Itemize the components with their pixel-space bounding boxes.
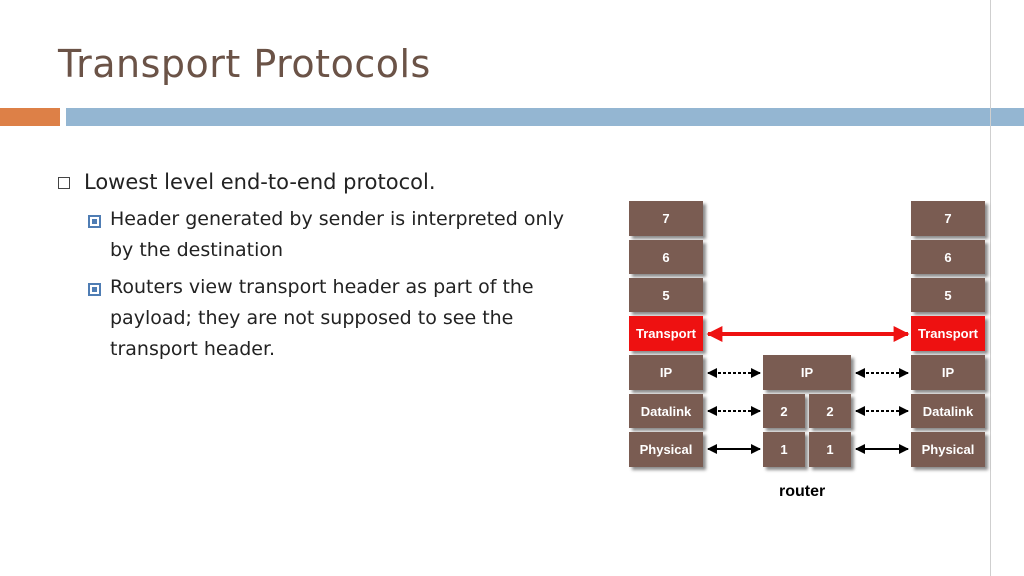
accent-bar-blue — [66, 108, 1024, 126]
bullet-level2: Header generated by sender is interprete… — [88, 204, 576, 266]
right-layer-6: 6 — [911, 240, 985, 274]
right-layer-physical: Physical — [911, 432, 985, 467]
left-layer-6: 6 — [629, 240, 703, 274]
filled-square-bullet-icon — [88, 215, 101, 228]
slide-title: Transport Protocols — [58, 42, 431, 86]
square-bullet-icon — [58, 177, 70, 189]
left-layer-transport: Transport — [629, 316, 703, 351]
filled-square-bullet-icon — [88, 283, 101, 296]
right-layer-5: 5 — [911, 278, 985, 312]
sub-bullet-text: Routers view transport header as part of… — [110, 276, 534, 360]
right-layer-ip: IP — [911, 355, 985, 390]
bullet-list: Lowest level end-to-end protocol. Header… — [56, 166, 576, 365]
left-layer-5: 5 — [629, 278, 703, 312]
router-layer1-right: 1 — [809, 432, 851, 467]
router-layer2-right: 2 — [809, 394, 851, 428]
left-layer-ip: IP — [629, 355, 703, 390]
right-layer-transport: Transport — [911, 316, 985, 351]
right-layer-7: 7 — [911, 201, 985, 236]
bullet-text: Lowest level end-to-end protocol. — [84, 170, 436, 194]
diagram-arrows — [706, 326, 910, 454]
left-layer-physical: Physical — [629, 432, 703, 467]
left-layer-7: 7 — [629, 201, 703, 236]
protocol-stack-diagram: 7 6 5 Transport IP Datalink Physical IP … — [620, 195, 992, 515]
right-layer-datalink: Datalink — [911, 394, 985, 428]
bullet-level2: Routers view transport header as part of… — [88, 272, 576, 365]
router-layer1-left: 1 — [763, 432, 805, 467]
router-layer2-left: 2 — [763, 394, 805, 428]
router-label: router — [779, 483, 826, 500]
sub-bullet-text: Header generated by sender is interprete… — [110, 208, 565, 261]
left-layer-datalink: Datalink — [629, 394, 703, 428]
router-ip: IP — [763, 355, 851, 390]
right-divider — [990, 0, 991, 576]
accent-bar-orange — [0, 108, 60, 126]
bullet-level1: Lowest level end-to-end protocol. — [56, 166, 576, 198]
